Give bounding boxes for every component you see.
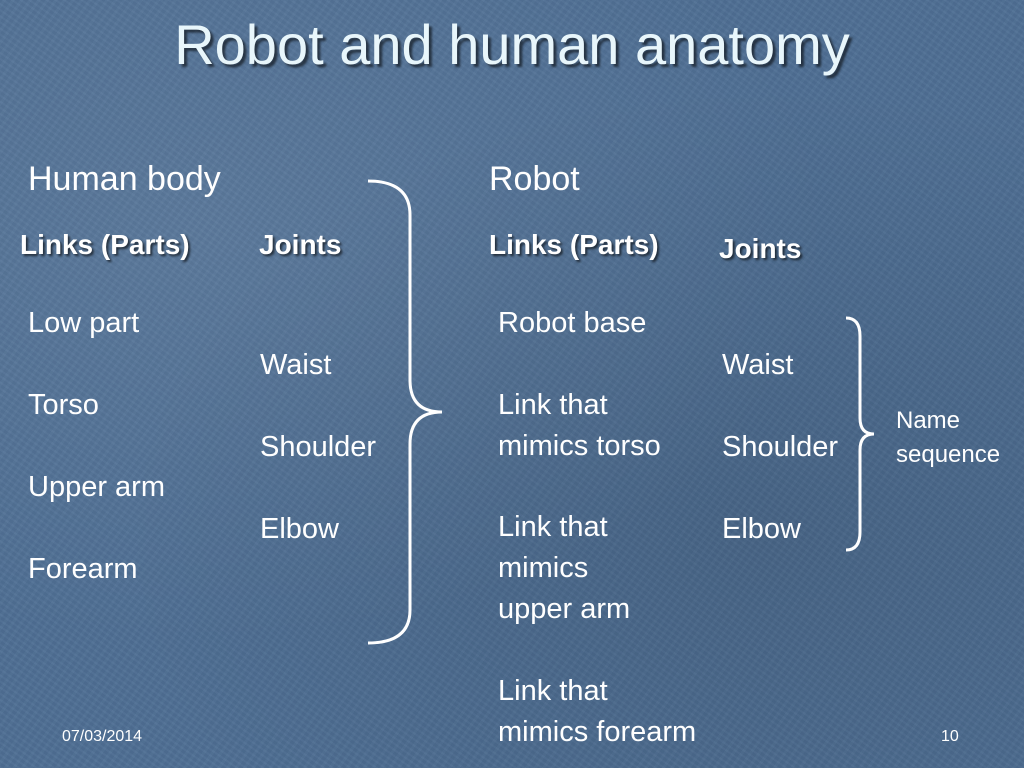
robot-link-item: Link that mimics torso: [498, 389, 661, 462]
human-joints-header: Joints: [259, 229, 342, 260]
robot-links-header: Links (Parts): [489, 229, 659, 260]
footer-date: 07/03/2014: [62, 728, 143, 745]
robot-joint-item: Elbow: [722, 513, 801, 545]
name-sequence-note: Name sequence: [896, 407, 1001, 468]
human-body-heading: Human body: [28, 160, 221, 198]
robot-joint-item: Shoulder: [722, 431, 839, 463]
large-brace: [367, 179, 443, 645]
human-link-item: Upper arm: [28, 471, 165, 503]
robot-link-item: Link that mimics forearm: [498, 675, 697, 748]
robot-link-item: Robot base: [498, 307, 647, 339]
human-joint-item: Shoulder: [260, 431, 377, 463]
slide-number: 10: [941, 728, 959, 745]
small-brace: [845, 316, 875, 552]
robot-joint-item: Waist: [722, 349, 794, 381]
robot-joints-header: Joints: [719, 233, 802, 264]
robot-link-item: Link that mimics upper arm: [498, 511, 631, 625]
human-joint-item: Waist: [260, 349, 332, 381]
human-links-header: Links (Parts): [20, 229, 190, 260]
human-link-item: Low part: [28, 307, 140, 339]
human-link-item: Forearm: [28, 553, 138, 585]
human-joint-item: Elbow: [260, 513, 339, 545]
slide-title: Robot and human anatomy: [174, 13, 850, 76]
human-link-item: Torso: [28, 389, 99, 421]
robot-heading: Robot: [489, 160, 580, 198]
